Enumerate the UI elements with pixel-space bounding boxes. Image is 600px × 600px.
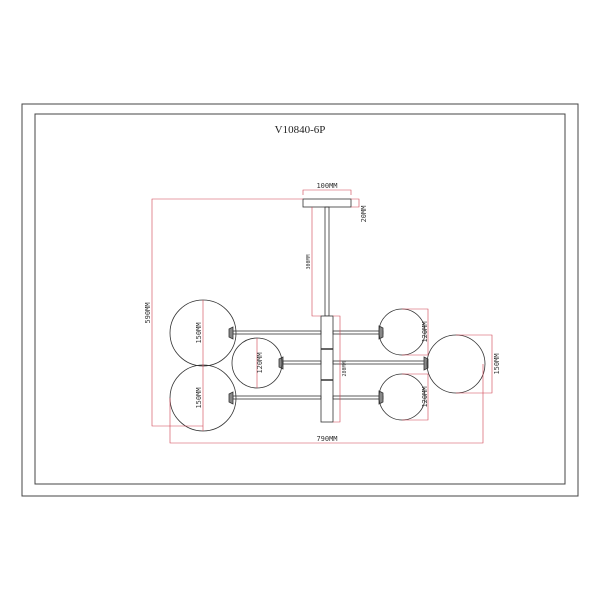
stem [324, 206, 330, 317]
dim-globe-mid-left: 120MM [256, 352, 264, 373]
dim-body-height: 280MM [342, 361, 348, 376]
inner-frame [34, 113, 566, 485]
dim-total-width: 790MM [316, 435, 337, 443]
outer-frame [21, 103, 579, 497]
globe-right-big [426, 334, 486, 394]
drawing-title: V10840-6P [275, 124, 326, 136]
sockets [228, 325, 429, 405]
globe-right-bottom [378, 373, 426, 421]
dim-globe-left-top: 150MM [195, 322, 203, 343]
dim-globe-right-top: 120MM [421, 321, 429, 342]
dim-canopy-width: 100MM [316, 182, 337, 190]
dim-stem-length: 300MM [306, 254, 312, 269]
center-body [320, 315, 334, 423]
dim-globe-right-bottom: 120MM [421, 386, 429, 407]
dimension-labels: 100MM 20MM 300MM 280MM 590MM 790MM 150MM… [144, 182, 501, 443]
dim-globe-right-big: 150MM [493, 353, 501, 374]
globe-right-top [378, 308, 426, 356]
dimension-lines [151, 189, 493, 444]
fixture [169, 198, 486, 432]
dim-total-height: 590MM [144, 302, 152, 323]
dim-canopy-height: 20MM [360, 206, 368, 223]
canopy [302, 198, 352, 208]
dim-globe-left-bottom: 150MM [195, 387, 203, 408]
